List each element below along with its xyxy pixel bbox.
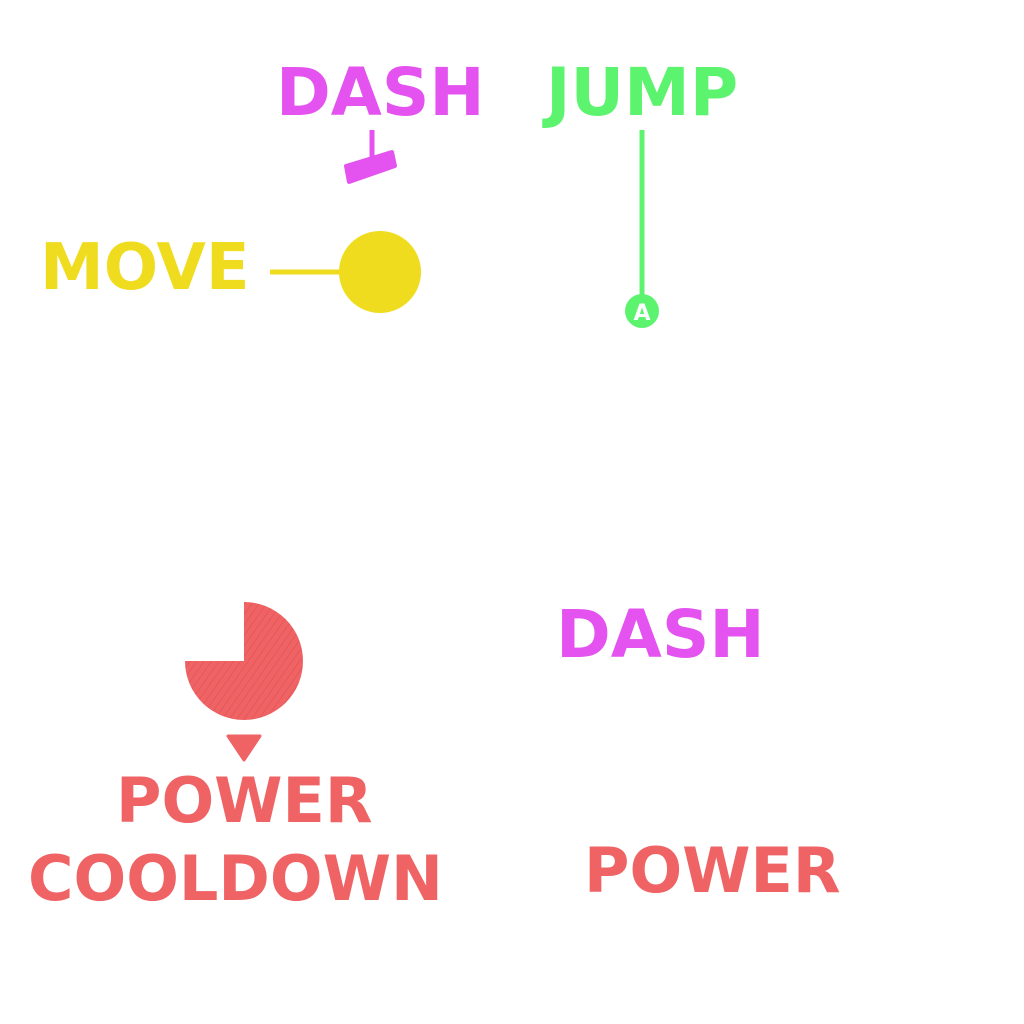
power-cooldown-label-line2: COOLDOWN <box>28 842 443 915</box>
triangle-pointer-icon <box>226 734 262 762</box>
move-label: MOVE <box>40 231 250 305</box>
jump-label: JUMP <box>546 54 739 131</box>
cooldown-pie-icon <box>185 602 303 720</box>
joystick-icon[interactable] <box>339 231 421 313</box>
move-control[interactable] <box>270 231 421 313</box>
power-legend-label: POWER <box>584 834 841 907</box>
dash-stick-icon[interactable] <box>344 130 397 184</box>
power-cooldown-label-line1: POWER <box>116 764 373 837</box>
dash-stick-shape <box>344 150 397 184</box>
a-button-icon[interactable]: A <box>625 294 659 328</box>
dash-legend-label: DASH <box>556 596 765 673</box>
a-button-glyph: A <box>633 301 650 326</box>
dash-label: DASH <box>276 54 485 131</box>
jump-control[interactable]: A <box>625 130 659 328</box>
